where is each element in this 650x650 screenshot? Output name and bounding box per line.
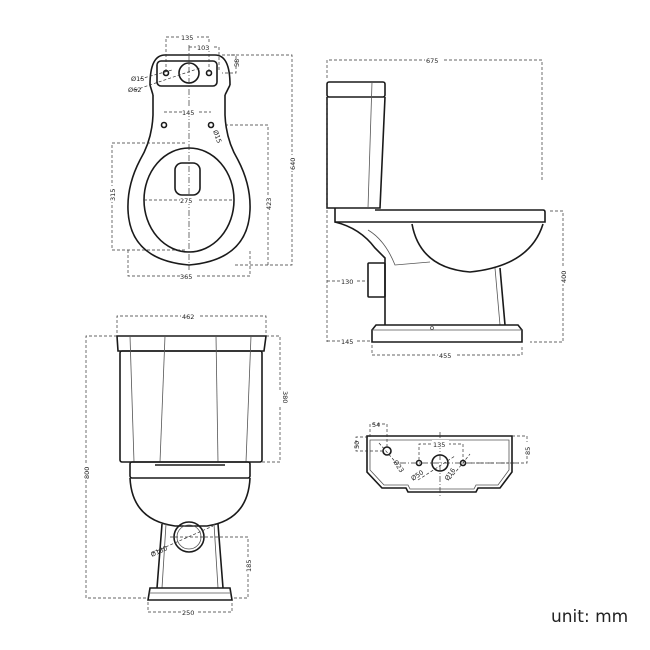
dim-675: 675 [426, 57, 438, 65]
outlet-front [173, 521, 205, 553]
pedestal-front [499, 267, 506, 326]
bowl-side [411, 223, 544, 273]
dim-135-tank: 135 [433, 441, 445, 449]
dim-400: 400 [560, 271, 568, 283]
dim-d15-fixing: Ø15 [131, 75, 144, 83]
dim-455: 455 [439, 352, 451, 360]
dim-185: 185 [245, 560, 253, 572]
base-front [147, 587, 233, 601]
dim-54: 54 [372, 421, 380, 429]
dim-50: 50 [353, 441, 361, 449]
tank-outline-top [149, 54, 231, 86]
tank-inner-top [156, 60, 218, 87]
dim-d50: Ø50 [410, 468, 426, 482]
base-side [371, 324, 523, 343]
seat-front [129, 461, 251, 479]
top-view: 135 103 Ø15 Ø62 58 145 Ø15 275 315 423 6… [108, 33, 297, 281]
side-view: 675 130 145 455 400 [326, 56, 568, 360]
trapway-side [334, 221, 386, 325]
seat-hole-right [207, 121, 215, 129]
outlet-top [174, 162, 201, 196]
dim-58: 58 [233, 59, 241, 67]
dim-145-side: 145 [341, 338, 353, 346]
seat-side [334, 208, 546, 223]
dim-d23: Ø23 [391, 459, 405, 475]
tank-bottom-view: 54 50 Ø23 135 Ø50 Ø16 85 [353, 421, 532, 498]
pedestal-front [156, 523, 224, 589]
dim-380: 380 [281, 391, 289, 403]
front-view: 462 380 800 Ø180 185 250 [82, 312, 289, 617]
bowl-front [129, 477, 251, 527]
dim-103: 103 [197, 44, 209, 52]
dim-250: 250 [182, 609, 194, 617]
dim-135: 135 [181, 34, 193, 42]
seat-hole-left [160, 121, 168, 129]
dim-275: 275 [180, 197, 192, 205]
inlet-hole [382, 446, 392, 456]
tank-bottom-outline [366, 435, 513, 493]
dim-640: 640 [289, 158, 297, 170]
tank-lid-front [116, 335, 267, 352]
tank-body-front [119, 350, 263, 463]
tank-lid-side [326, 81, 386, 98]
dim-800: 800 [83, 467, 91, 479]
dim-d15-seat: Ø15 [211, 129, 223, 144]
dim-130: 130 [341, 278, 353, 286]
dim-315: 315 [109, 189, 117, 201]
outlet-side [367, 262, 386, 298]
tank-body-side [326, 96, 386, 209]
dim-85: 85 [524, 447, 532, 455]
dim-d62: Ø62 [128, 86, 141, 94]
dim-365: 365 [180, 273, 192, 281]
dim-145: 145 [182, 109, 194, 117]
dim-462: 462 [182, 313, 194, 321]
unit-label: unit: mm [551, 607, 629, 627]
dim-423: 423 [265, 198, 273, 210]
